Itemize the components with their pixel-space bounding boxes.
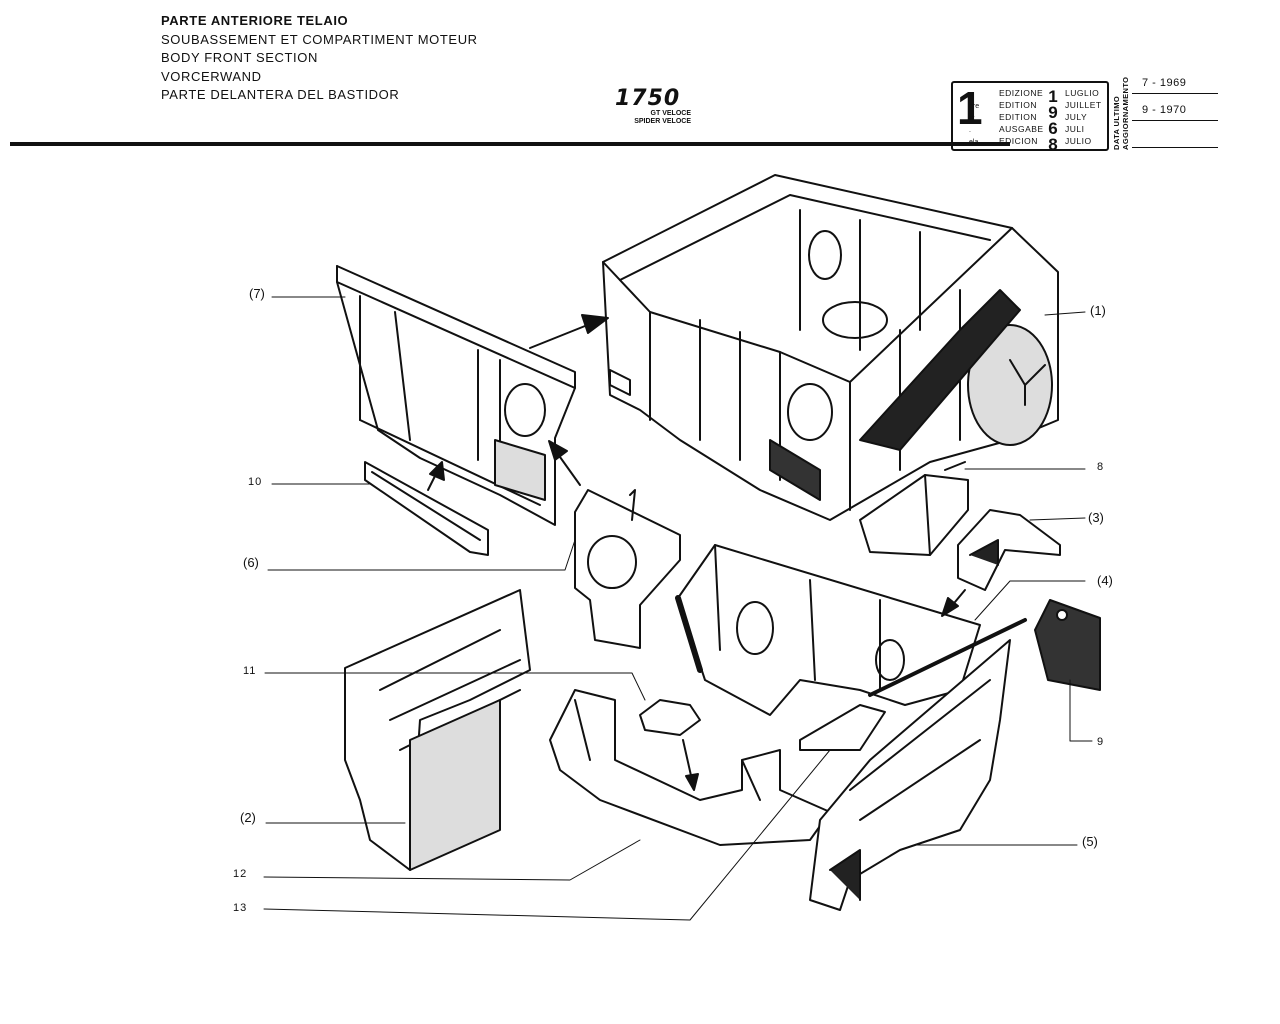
model-variant-gt: GT VELOCE	[650, 110, 691, 117]
edition-stamp: 1 a ere st . ela EDIZIONE EDITION EDITIO…	[951, 81, 1109, 154]
edition-word: EDIZIONE	[999, 88, 1044, 98]
update-date-2: 9 - 1970	[1142, 104, 1187, 116]
part-small-plate	[639, 699, 701, 736]
part-front-body-shell	[602, 174, 1059, 521]
edition-word: EDITION	[999, 112, 1037, 122]
arrow-frame-to-shell	[529, 321, 596, 349]
section-titles: PARTE ANTERIORE TELAIO SOUBASSEMENT ET C…	[161, 12, 478, 105]
callout-2: (2)	[240, 810, 256, 825]
leader-9	[1069, 679, 1093, 742]
callout-5: (5)	[1082, 834, 1098, 849]
assembly-arrows	[427, 314, 1027, 791]
callout-10: 10	[248, 476, 263, 488]
title-english: BODY FRONT SECTION	[161, 50, 318, 65]
pointer-gusset	[868, 618, 1027, 697]
edition-suffix: .	[969, 127, 971, 134]
leader-12	[263, 839, 641, 881]
edition-suffix: ela	[969, 139, 979, 146]
edition-year-digit: 8	[1048, 135, 1058, 154]
edition-year-digit: 6	[1048, 119, 1058, 138]
edition-suffix: ere	[969, 103, 980, 110]
edition-month: JULY	[1065, 112, 1088, 122]
arrow-bracket-to-firewall-head	[941, 597, 959, 617]
header-rule	[10, 142, 1010, 146]
edition-word: EDITION	[999, 100, 1037, 110]
update-line	[1132, 120, 1218, 121]
callout-6: (6)	[243, 555, 259, 570]
edition-month: JULIO	[1065, 136, 1092, 146]
callout-9: 9	[1097, 736, 1105, 748]
part-left-inner-wing	[344, 589, 531, 871]
part-lower-crossmember	[364, 461, 489, 556]
part-firewall-panel	[675, 544, 981, 716]
part-bracket	[859, 461, 969, 556]
edition-suffix: st	[969, 115, 975, 122]
model-mark: 1750 GT VELOCE SPIDER VELOCE	[615, 88, 695, 125]
update-line	[1132, 93, 1218, 94]
edition-word: EDICION	[999, 136, 1038, 146]
arrow-crossmember-to-frame-head	[429, 461, 445, 481]
title-french: SOUBASSEMENT ET COMPARTIMENT MOTEUR	[161, 31, 478, 47]
title-spanish: PARTE DELANTERA DEL BASTIDOR	[161, 87, 400, 102]
update-date-1: 7 - 1969	[1142, 77, 1187, 89]
callout-7: (7)	[249, 286, 265, 301]
update-line	[1132, 147, 1218, 148]
title-german: VORCERWAND	[161, 68, 262, 84]
leader-6	[267, 539, 576, 571]
callout-11: 11	[243, 665, 257, 677]
leader-11	[264, 672, 646, 701]
edition-year-digit: 9	[1048, 103, 1058, 122]
model-number: 1750	[615, 86, 681, 111]
edition-number: 1	[957, 82, 983, 134]
callout-4: (4)	[1097, 573, 1113, 588]
part-corner-gusset	[1034, 599, 1101, 691]
leader-lines	[263, 296, 1093, 921]
edition-word: AUSGABE	[999, 124, 1044, 134]
callout-12: 12	[233, 868, 248, 880]
arrow-frame-to-shell-head	[581, 314, 609, 334]
leader-1	[1044, 311, 1086, 316]
part-headlight-panel	[574, 489, 681, 649]
leader-13	[263, 749, 831, 921]
part-engine-crossmember	[549, 689, 886, 846]
arrow-plate-to-crossmember-head	[685, 773, 699, 791]
callout-3: (3)	[1088, 510, 1104, 525]
edition-month: JUILLET	[1065, 100, 1102, 110]
edition-year-digit: 1	[1048, 87, 1058, 106]
edition-month: LUGLIO	[1065, 88, 1100, 98]
callout-13: 13	[233, 902, 248, 914]
arrow-headlight-to-frame-head	[548, 440, 568, 461]
leader-3	[1029, 517, 1086, 521]
leader-4	[974, 580, 1086, 621]
model-variant-spider: SPIDER VELOCE	[634, 117, 691, 125]
arrow-plate-to-crossmember	[682, 739, 693, 781]
part-radiator-frame	[336, 265, 576, 526]
part-right-inner-wing	[809, 639, 1011, 911]
edition-suffix: a	[969, 91, 973, 98]
part-small-bracket	[957, 509, 1061, 591]
callout-1: (1)	[1090, 303, 1106, 318]
callout-8: 8	[1097, 461, 1105, 473]
title-italian: PARTE ANTERIORE TELAIO	[161, 13, 349, 28]
edition-month: JULI	[1065, 124, 1085, 134]
